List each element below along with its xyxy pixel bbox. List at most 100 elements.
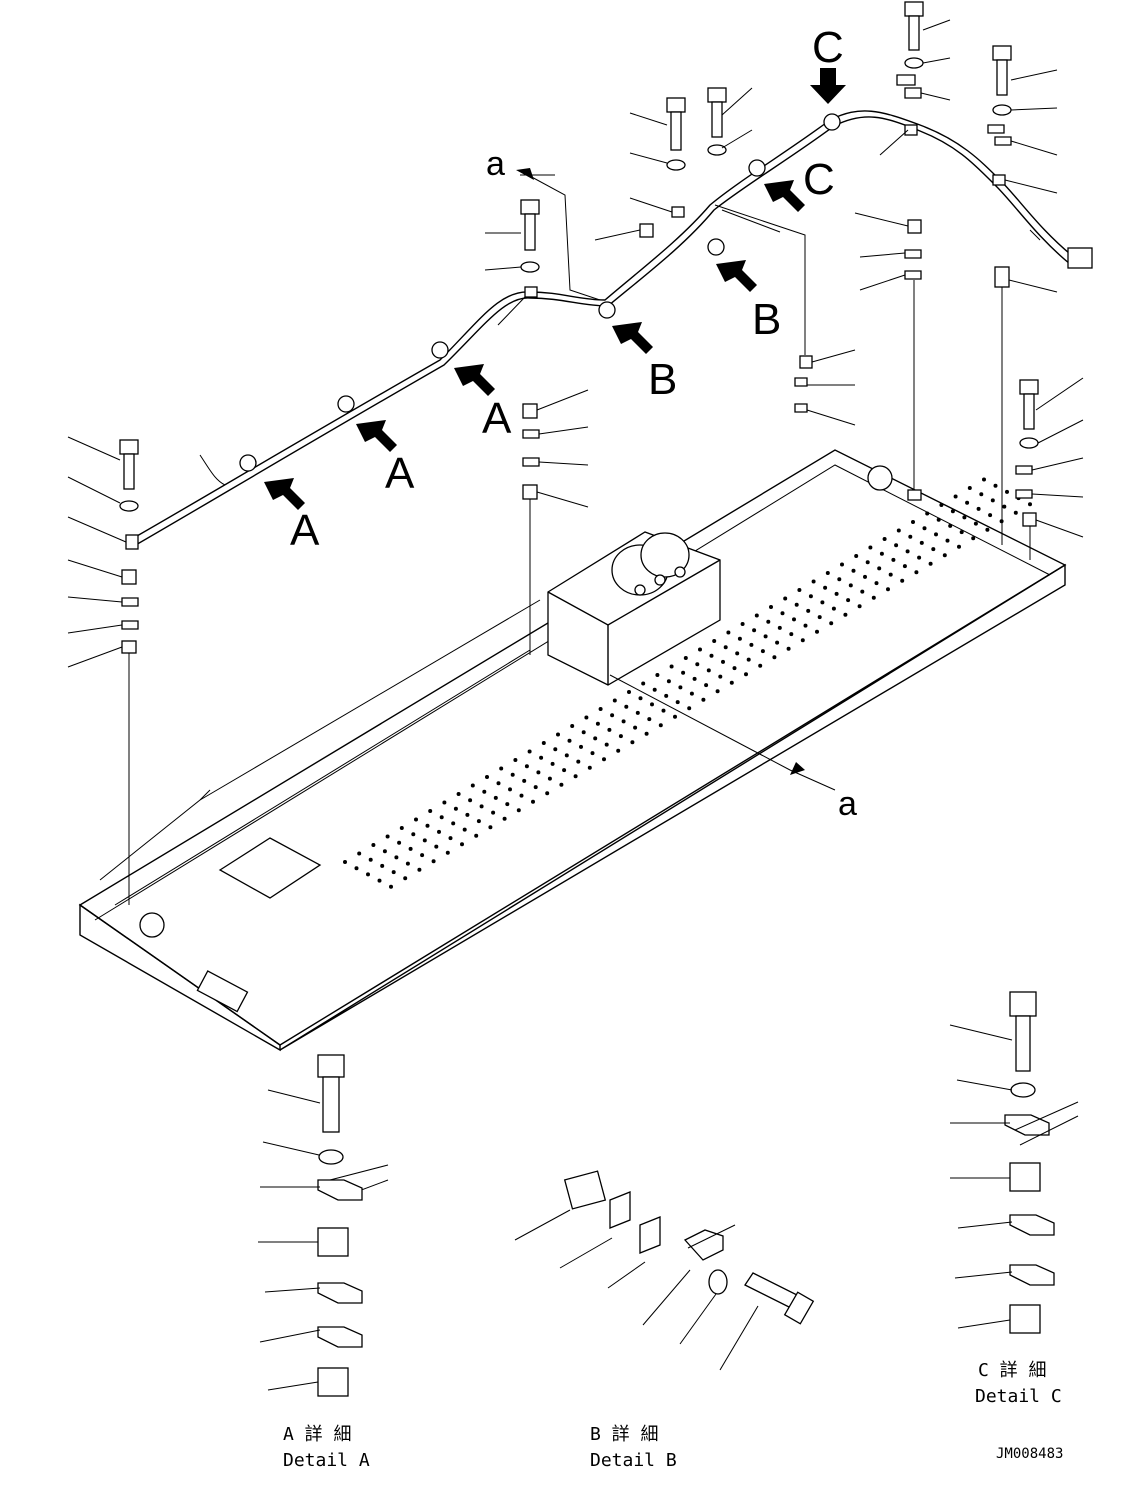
perforation-hole	[957, 544, 961, 549]
perforation-hole	[470, 783, 475, 788]
detail-c-title-jp: C 詳 細	[978, 1360, 1047, 1381]
perforation-hole	[900, 578, 905, 583]
perforation-hole	[403, 876, 408, 881]
perforation-hole	[612, 698, 617, 703]
perforation-hole	[871, 595, 876, 600]
perforation-hole	[925, 511, 930, 516]
callout-B1: B	[648, 355, 677, 404]
perforation-hole	[562, 768, 567, 773]
perforation-hole	[422, 838, 427, 843]
perforation-hole	[772, 655, 777, 660]
perforation-hole	[848, 583, 853, 588]
middle-bolt-stack	[484, 199, 589, 655]
perforation-hole	[499, 766, 504, 771]
perforation-hole	[655, 673, 660, 677]
callout-C1: C	[812, 23, 844, 72]
perforation-hole	[718, 674, 723, 679]
perforation-hole	[792, 617, 796, 622]
perforation-hole	[723, 645, 728, 650]
perforation-hole	[522, 778, 527, 783]
perforation-hole	[735, 651, 740, 656]
perforation-hole	[598, 707, 603, 711]
perforation-hole	[945, 538, 950, 543]
perforation-hole	[950, 509, 955, 514]
perforation-hole	[886, 587, 890, 592]
perforation-hole	[744, 672, 748, 677]
perforation-hole	[385, 834, 390, 839]
perforation-hole	[616, 748, 621, 753]
perforation-hole	[1002, 504, 1007, 509]
perforation-hole	[468, 798, 473, 803]
arrow-b1	[612, 322, 653, 354]
arrow-c1	[810, 68, 846, 104]
c-bolt-stack	[854, 1, 951, 501]
perforation-hole	[476, 819, 481, 824]
perforation-hole	[587, 765, 592, 770]
perforation-hole	[618, 734, 623, 739]
perforation-hole	[502, 816, 507, 821]
perforation-hole	[550, 761, 555, 766]
perforation-hole	[840, 562, 844, 567]
perforation-hole	[982, 477, 986, 482]
perforation-hole	[516, 808, 521, 813]
perforation-hole	[635, 710, 640, 715]
perforation-hole	[891, 557, 896, 562]
perforation-hole	[868, 545, 873, 550]
perforation-hole	[775, 640, 780, 645]
perforation-hole	[391, 870, 396, 875]
perforation-hole	[425, 823, 430, 828]
perforation-hole	[752, 628, 757, 633]
perforation-hole	[610, 713, 615, 718]
perforation-hole	[825, 571, 830, 575]
perforation-hole	[669, 664, 674, 669]
perforation-hole	[698, 647, 702, 652]
perforation-hole	[928, 561, 933, 566]
perforation-hole	[695, 662, 700, 667]
right-bolt-stack	[987, 45, 1084, 560]
perforation-hole	[624, 704, 629, 709]
perforation-hole	[505, 802, 510, 807]
perforation-hole	[953, 494, 958, 499]
callout-a-bottom: a	[838, 785, 857, 823]
perforation-hole	[541, 741, 546, 745]
perforation-hole	[371, 843, 376, 847]
perforation-hole	[428, 809, 433, 813]
perforation-hole	[712, 639, 717, 643]
perforation-hole	[593, 736, 598, 741]
perforation-hole	[806, 608, 811, 613]
perforation-hole	[808, 594, 813, 599]
perforation-hole	[411, 832, 416, 837]
perforation-hole	[831, 606, 836, 611]
perforation-hole	[377, 878, 382, 883]
perforation-hole	[706, 668, 711, 673]
perforation-hole	[740, 622, 745, 626]
detail-a-title-jp: A 詳 細	[283, 1424, 352, 1445]
perforation-hole	[834, 591, 839, 596]
perforation-hole	[857, 604, 862, 609]
perforation-hole	[786, 646, 791, 651]
perforation-hole	[843, 612, 848, 617]
detail-b-parts	[514, 1170, 815, 1371]
perforation-hole	[908, 534, 913, 539]
perforation-hole	[604, 742, 609, 747]
perforation-hole	[675, 700, 680, 705]
perforation-hole	[860, 589, 865, 594]
perforation-hole	[681, 670, 686, 675]
perforation-hole	[442, 800, 447, 805]
perforation-hole	[510, 772, 515, 777]
perforation-hole	[732, 666, 737, 671]
perforation-hole	[965, 500, 970, 505]
perforation-hole	[559, 782, 564, 787]
perforation-hole	[749, 642, 754, 647]
perforation-hole	[453, 806, 458, 811]
perforation-hole	[905, 549, 910, 554]
perforation-hole	[496, 781, 501, 786]
perforation-hole	[917, 555, 922, 560]
perforation-hole	[417, 867, 422, 872]
arrow-b2	[716, 260, 757, 292]
perforation-hole	[644, 731, 649, 736]
perforation-hole	[846, 598, 851, 603]
perforation-hole	[797, 588, 802, 592]
perforation-hole	[380, 863, 385, 868]
perforation-hole	[709, 653, 714, 658]
